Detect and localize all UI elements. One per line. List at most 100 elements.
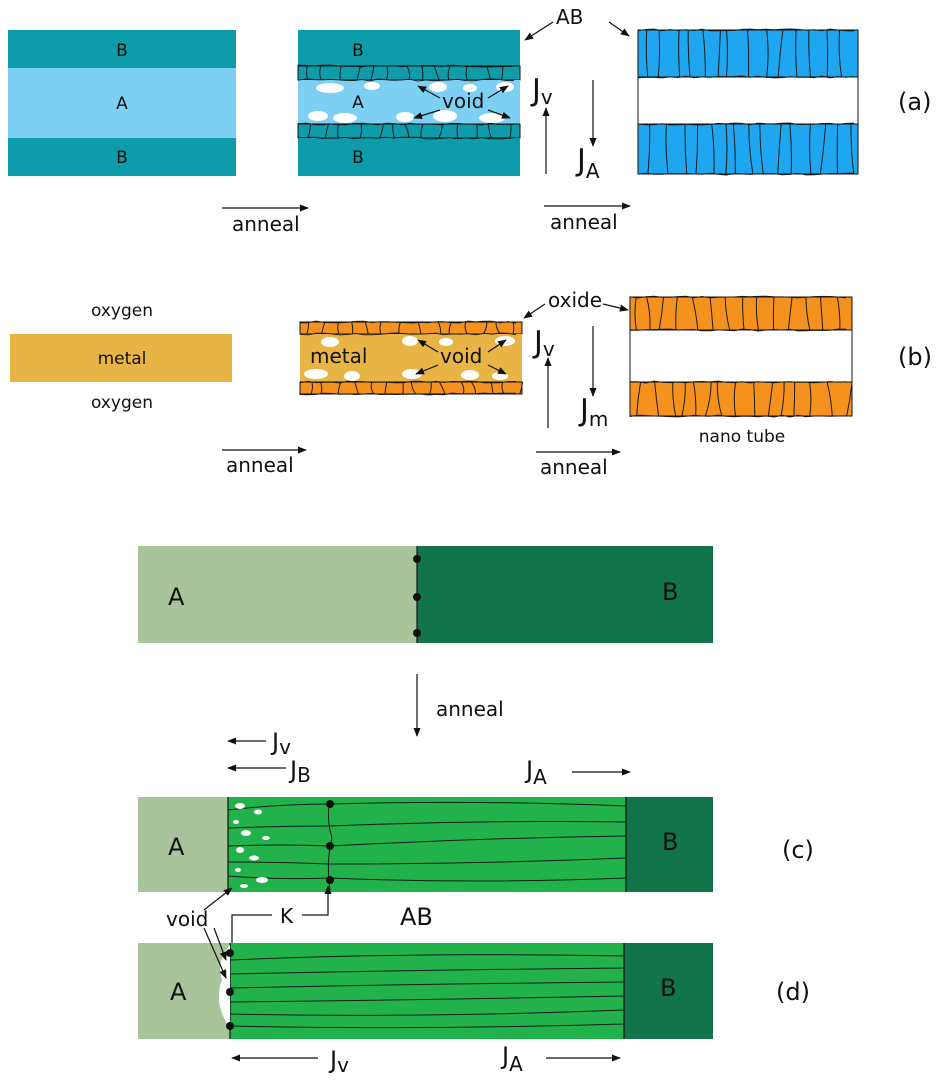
panel-a: B A B anneal: [8, 5, 931, 236]
grain-boundary: [795, 29, 798, 78]
oxide-bottom: [299, 381, 523, 395]
block-a-c: [138, 797, 228, 892]
grain-boundary: [500, 65, 504, 81]
grain-boundary: [307, 123, 311, 139]
grain-boundary: [470, 381, 477, 395]
grain-boundary: [687, 29, 691, 78]
grain-boundary: [370, 65, 375, 81]
grain-boundary: [766, 29, 769, 78]
grain-boundary: [826, 29, 829, 78]
grain-boundary: [716, 381, 723, 417]
marker-dot: [326, 800, 334, 808]
grain-boundary: [379, 123, 384, 139]
grain-boundary: [410, 381, 417, 395]
grain-boundary: [645, 29, 649, 78]
grain-boundary: [310, 381, 314, 395]
grain-boundary: [684, 123, 688, 175]
label-a-2: A: [352, 93, 364, 113]
grain-boundary: [384, 381, 388, 395]
label-void-b: void: [440, 344, 482, 368]
oxide-top: [299, 321, 523, 335]
grain-boundary: [725, 123, 728, 175]
grain-boundary: [487, 123, 492, 139]
label-void-cd: void: [166, 907, 208, 931]
grain-boundary: [717, 29, 721, 78]
marker-dot: [226, 949, 234, 957]
grain-boundary: [351, 321, 354, 335]
label-oxygen-bottom: oxygen: [91, 393, 153, 413]
grain-boundary: [726, 29, 728, 78]
panel-tag-a: (a): [898, 88, 931, 116]
grain-boundary: [702, 29, 706, 78]
layer-edge: [629, 414, 847, 418]
layer-edge: [299, 392, 517, 396]
grain-boundary: [772, 296, 775, 331]
layer-edge: [299, 320, 517, 324]
grain-boundary: [634, 296, 637, 331]
grain-boundary: [636, 381, 642, 417]
marker-dot: [413, 629, 421, 637]
marker-dot: [226, 1022, 234, 1030]
panel-b: oxygen metal oxygen anneal metal voi: [10, 288, 932, 479]
hollow-core: [637, 76, 859, 125]
ja-label-c: JA: [524, 756, 547, 789]
layer-edge: [297, 78, 514, 82]
grain-boundary: [646, 296, 651, 331]
grain-boundary: [755, 296, 759, 331]
grain-boundary: [354, 381, 359, 395]
grain-boundary: [709, 296, 714, 331]
ab-layer-d: [230, 943, 624, 1039]
grain-boundary: [753, 381, 756, 417]
label-k: K: [280, 904, 294, 928]
grain-boundary: [519, 381, 524, 395]
grain-boundary: [733, 381, 737, 417]
grain-boundary: [695, 123, 699, 175]
grain-boundary: [429, 381, 432, 395]
grain-boundary: [691, 296, 699, 331]
diffusion-couple-initial: A B anneal: [138, 546, 713, 737]
panel-d: A B Jv JA (d): [138, 927, 810, 1077]
label-b-d: B: [660, 974, 676, 1002]
grain-boundary: [465, 65, 468, 81]
grain-boundary: [809, 381, 812, 417]
jv-label-d: Jv: [328, 1046, 349, 1077]
jv-label-c: Jv: [270, 728, 291, 759]
grain-boundary: [476, 123, 478, 139]
label-b-top-2: B: [352, 41, 364, 61]
grain-boundary: [748, 123, 754, 175]
jv-label-b: Jv: [532, 325, 555, 361]
label-a-d: A: [170, 978, 187, 1006]
tube-hollow: [629, 329, 853, 383]
grain-boundary: [672, 381, 677, 417]
layer-b-top-2: [298, 30, 520, 68]
label-ab-c: AB: [400, 903, 433, 931]
block-a-d: [138, 943, 230, 1039]
grain-boundary: [324, 123, 329, 139]
void-d: [218, 945, 230, 1030]
anneal-label-vertical: anneal: [436, 697, 504, 721]
grain-boundary: [820, 296, 824, 331]
layer-edge: [297, 122, 515, 126]
grain-boundary: [759, 123, 764, 175]
jm-label-b: Jm: [578, 393, 608, 431]
label-ab: AB: [556, 5, 583, 29]
grain-boundary: [437, 321, 442, 335]
block-a-initial: [138, 546, 417, 643]
grain-boundary: [838, 29, 843, 78]
panel-tag-c: (c): [782, 836, 814, 864]
grain-boundary: [464, 321, 468, 335]
marker-dot: [326, 876, 334, 884]
layer-a: [8, 68, 236, 138]
grain-boundary: [789, 123, 792, 175]
grain-boundary: [379, 321, 382, 335]
marker-dot: [226, 988, 234, 996]
grain-boundary: [658, 296, 664, 331]
layer-edge: [297, 64, 515, 68]
ja-label-a: JA: [575, 143, 600, 183]
anneal-label-b1: anneal: [226, 453, 294, 477]
layer-edge: [629, 295, 847, 299]
label-b-c: B: [662, 828, 678, 856]
anneal-label-a1: anneal: [232, 212, 300, 236]
oxide-grain-boundaries: [299, 320, 524, 396]
